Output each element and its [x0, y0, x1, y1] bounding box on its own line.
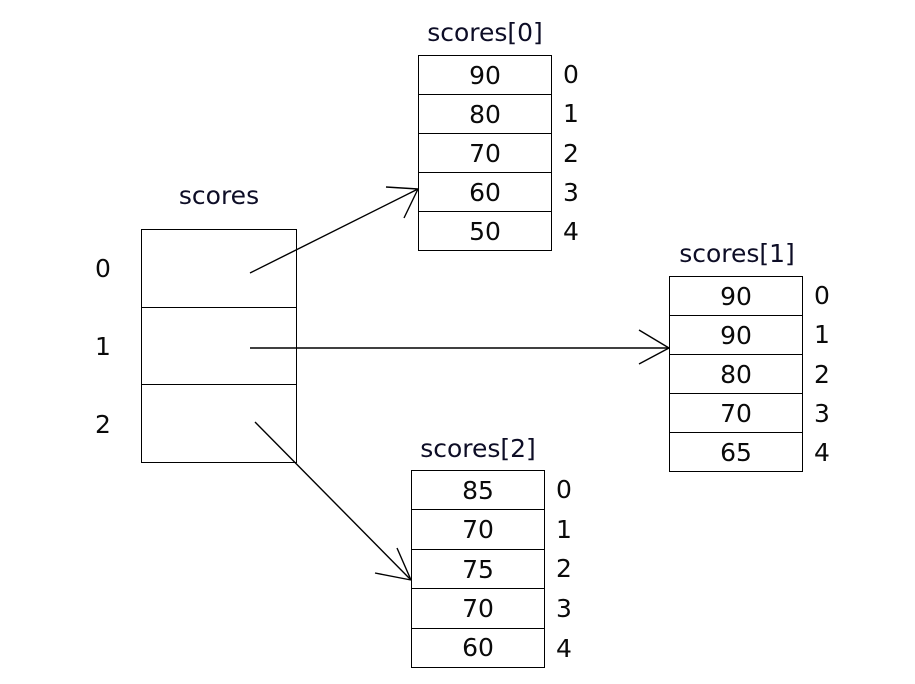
scores-1-cell-3[interactable]: 70 — [670, 394, 802, 433]
scores-1-cell-4[interactable]: 65 — [720, 437, 752, 467]
scores-0-cell-1[interactable]: 80 — [419, 95, 551, 134]
main-array-cell-1[interactable] — [142, 308, 296, 386]
scores-0-index-0: 0 — [563, 60, 579, 90]
main-array-index-column: 0 1 2 — [95, 229, 135, 463]
main-array-index-2: 2 — [95, 409, 111, 439]
scores-2-cell-4[interactable]: 60 — [462, 633, 494, 663]
scores-2-cell-1[interactable]: 70 — [412, 510, 544, 550]
scores-2-index-4: 4 — [556, 633, 572, 663]
scores-0-cell-0[interactable]: 90 — [419, 56, 551, 95]
main-array-cell-0[interactable] — [142, 230, 296, 308]
scores-1-index-2: 2 — [814, 359, 830, 389]
main-array-box — [141, 229, 297, 463]
scores-1-index-4: 4 — [814, 437, 830, 467]
scores-0-index-4: 4 — [563, 216, 579, 246]
scores-2-index-2: 2 — [556, 554, 572, 584]
scores-0-index-1: 1 — [563, 99, 579, 129]
scores-2-cell-0[interactable]: 85 — [412, 471, 544, 511]
main-array-index-0: 0 — [95, 253, 111, 283]
scores-2-cell-2[interactable]: 75 — [412, 550, 544, 590]
scores-0-box: 90 80 70 60 50 — [418, 55, 552, 251]
scores-1-index-3: 3 — [814, 398, 830, 428]
scores-0-index-3: 3 — [563, 177, 579, 207]
scores-0-cell-2[interactable]: 70 — [419, 134, 551, 173]
scores-2-index-1: 1 — [556, 514, 572, 544]
scores-2-box: 85 70 75 70 60 — [411, 470, 545, 668]
scores-1-index-1: 1 — [814, 320, 830, 350]
scores-1-cell-0[interactable]: 90 — [670, 277, 802, 316]
scores-2-index-3: 3 — [556, 594, 572, 624]
pointer-1-to-scores1-arrow — [250, 329, 670, 365]
scores-2-cell-3[interactable]: 70 — [412, 589, 544, 629]
scores-2-index-0: 0 — [556, 475, 572, 505]
main-array-title: scores — [178, 181, 260, 210]
scores-0-title: scores[0] — [427, 18, 543, 47]
scores-0-index-2: 2 — [563, 138, 579, 168]
scores-0-cell-4[interactable]: 50 — [469, 216, 501, 246]
scores-1-cell-2[interactable]: 80 — [670, 355, 802, 394]
scores-1-cell-1[interactable]: 90 — [670, 316, 802, 355]
scores-1-title: scores[1] — [679, 239, 795, 268]
scores-1-index-column: 0 1 2 3 4 — [814, 276, 848, 472]
main-array-index-1: 1 — [95, 331, 111, 361]
scores-2-index-column: 0 1 2 3 4 — [556, 470, 590, 668]
scores-1-box: 90 90 80 70 65 — [669, 276, 803, 472]
scores-1-index-0: 0 — [814, 281, 830, 311]
main-array-cell-2[interactable] — [142, 385, 296, 462]
scores-0-cell-3[interactable]: 60 — [419, 173, 551, 212]
scores-2-title: scores[2] — [420, 434, 536, 463]
scores-0-index-column: 0 1 2 3 4 — [563, 55, 597, 251]
